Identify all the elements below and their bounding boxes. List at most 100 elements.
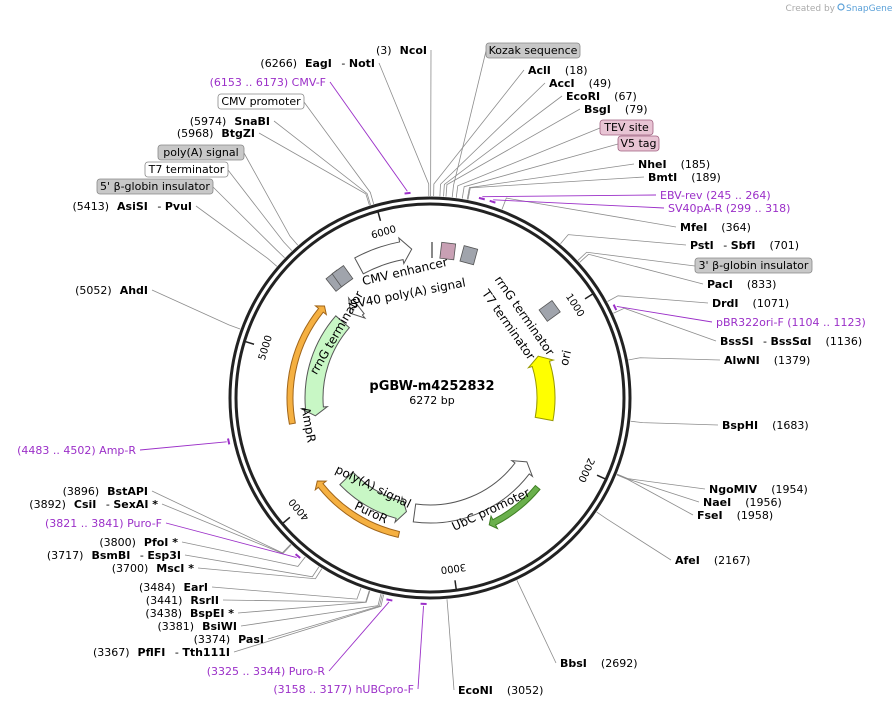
enzyme-name: AfeI bbox=[675, 554, 700, 567]
primer-leader bbox=[417, 605, 424, 690]
restriction-site-text: (5413)AsiSI - PvuI bbox=[72, 200, 192, 213]
enzyme-position: (701) bbox=[769, 239, 799, 252]
restriction-site-text: (6266)EagI - NotI bbox=[260, 57, 375, 70]
enzyme-position: (79) bbox=[625, 103, 648, 116]
primer-leader bbox=[493, 199, 665, 209]
enzyme-name: PvuI bbox=[165, 200, 192, 213]
restriction-site[interactable]: NaeI(1956) bbox=[703, 496, 782, 509]
restriction-site[interactable]: EcoNI(3052) bbox=[458, 684, 543, 697]
enzyme-name: NgoMIV bbox=[709, 483, 758, 496]
feature-box-label[interactable]: 3' β-globin insulator bbox=[694, 257, 813, 274]
restriction-site-text: AlwNI(1379) bbox=[724, 354, 810, 367]
primer-label[interactable]: (3158 .. 3177) hUBCpro-F bbox=[273, 683, 414, 696]
feature-arrow bbox=[412, 459, 534, 524]
restriction-site[interactable]: (3)NcoI bbox=[376, 44, 427, 57]
restriction-site[interactable]: (3896)BstAPI bbox=[63, 485, 148, 498]
enzyme-position: - bbox=[338, 57, 349, 70]
primer-leader bbox=[616, 305, 713, 323]
feature-box-text: Kozak sequence bbox=[489, 44, 578, 57]
enzyme-name: EcoNI bbox=[458, 684, 493, 697]
restriction-site[interactable]: (5413)AsiSI - PvuI bbox=[72, 200, 192, 213]
restriction-site[interactable]: (3892)CsiI - SexAI * bbox=[29, 498, 158, 511]
tick-mark bbox=[244, 340, 255, 345]
restriction-site[interactable]: (3800)PfoI * bbox=[99, 536, 178, 549]
restriction-site[interactable]: (5052)AhdI bbox=[75, 284, 148, 297]
feature-box-label[interactable]: poly(A) signal bbox=[157, 144, 245, 161]
restriction-site[interactable]: (3441)RsrII bbox=[146, 594, 219, 607]
restriction-site[interactable]: NheI(185) bbox=[638, 158, 710, 171]
enzyme-position: - bbox=[136, 549, 147, 562]
leader-line bbox=[195, 205, 278, 267]
restriction-site[interactable]: BsgI(79) bbox=[584, 103, 648, 116]
primer-label[interactable]: (3821 .. 3841) Puro-F bbox=[45, 517, 162, 530]
feature-label: AmpR bbox=[298, 406, 318, 444]
restriction-site[interactable]: (6266)EagI - NotI bbox=[260, 57, 375, 70]
feature-box-text: 3' β-globin insulator bbox=[699, 259, 809, 272]
restriction-site[interactable]: PacI(833) bbox=[707, 278, 776, 291]
restriction-site[interactable]: (3438)BspEI * bbox=[145, 607, 234, 620]
restriction-site[interactable]: AclI(18) bbox=[528, 64, 588, 77]
enzyme-name: PacI bbox=[707, 278, 733, 291]
restriction-site[interactable]: NgoMIV (1954) bbox=[709, 483, 808, 496]
feature-box-label[interactable]: V5 tag bbox=[617, 135, 660, 152]
primer-label[interactable]: SV40pA-R (299 .. 318) bbox=[668, 202, 790, 215]
feature-box-label[interactable]: 5' β-globin insulator bbox=[96, 178, 214, 195]
enzyme-position: (1379) bbox=[774, 354, 811, 367]
enzyme-position: (189) bbox=[691, 171, 721, 184]
leader-line bbox=[161, 503, 292, 554]
enzyme-position: (1954) bbox=[771, 483, 808, 496]
leader-line bbox=[378, 62, 430, 197]
feature-box-label[interactable]: TEV site bbox=[599, 119, 654, 136]
restriction-site[interactable]: BssSI - BssSαI(1136) bbox=[720, 335, 862, 348]
primer-label[interactable]: pBR322ori-F (1104 .. 1123) bbox=[716, 316, 866, 329]
primer-label[interactable]: (3325 .. 3344) Puro-R bbox=[207, 665, 326, 678]
restriction-site[interactable]: (3374)PasI bbox=[194, 633, 264, 646]
primer-label[interactable]: (6153 .. 6173) CMV-F bbox=[210, 76, 326, 89]
restriction-site-text: NaeI(1956) bbox=[703, 496, 782, 509]
small-features bbox=[325, 241, 561, 322]
enzyme-position: (3381) bbox=[157, 620, 194, 633]
feature-box-label[interactable]: CMV promoter bbox=[217, 93, 305, 110]
restriction-site[interactable]: EcoRI(67) bbox=[566, 90, 637, 103]
feature-box bbox=[157, 144, 245, 161]
enzyme-position: (67) bbox=[614, 90, 637, 103]
restriction-site[interactable]: BspHI(1683) bbox=[722, 419, 809, 432]
restriction-site[interactable]: BbsI(2692) bbox=[560, 657, 637, 670]
leader-line bbox=[596, 511, 672, 561]
restriction-site[interactable]: AlwNI(1379) bbox=[724, 354, 810, 367]
restriction-site[interactable]: (3381)BsiWI bbox=[157, 620, 237, 633]
leader-line bbox=[616, 474, 694, 516]
restriction-site[interactable]: DrdI(1071) bbox=[712, 297, 789, 310]
leader-line bbox=[607, 295, 709, 304]
restriction-site[interactable]: AfeI(2167) bbox=[675, 554, 750, 567]
feature-arrow bbox=[314, 480, 401, 539]
enzyme-position: - bbox=[720, 239, 731, 252]
enzyme-position: (3438) bbox=[145, 607, 182, 620]
leader-line bbox=[616, 474, 700, 503]
restriction-site[interactable]: PstI - SbfI(701) bbox=[690, 239, 799, 252]
tick-label: 5000 bbox=[257, 334, 275, 362]
restriction-site[interactable]: (3484)EarI bbox=[139, 581, 208, 594]
restriction-site[interactable]: (5974)SnaBI bbox=[190, 115, 270, 128]
leader-line bbox=[445, 108, 581, 197]
restriction-site[interactable]: (3717)BsmBI - Esp3I bbox=[47, 549, 181, 562]
restriction-site[interactable]: FseI(1958) bbox=[697, 509, 773, 522]
enzyme-name: DrdI bbox=[712, 297, 739, 310]
restriction-site[interactable]: AccI(49) bbox=[549, 77, 611, 90]
restriction-site[interactable]: (3367)PflFI - Tth111I bbox=[93, 646, 230, 659]
tick-mark bbox=[377, 210, 382, 221]
primer-label[interactable]: EBV-rev (245 .. 264) bbox=[660, 189, 771, 202]
restriction-site-text: FseI(1958) bbox=[697, 509, 773, 522]
feature-box-label[interactable]: Kozak sequence bbox=[485, 42, 581, 59]
restriction-site[interactable]: (5968)BtgZI bbox=[177, 127, 255, 140]
tick-mark bbox=[584, 292, 594, 300]
feature-box-label[interactable]: T7 terminator bbox=[144, 161, 229, 178]
restriction-site[interactable]: MfeI(364) bbox=[680, 221, 751, 234]
restriction-site[interactable]: BmtI(189) bbox=[648, 171, 721, 184]
primer-label[interactable]: (4483 .. 4502) Amp-R bbox=[17, 444, 136, 457]
enzyme-name: MscI * bbox=[156, 562, 194, 575]
restriction-site[interactable]: (3700)MscI * bbox=[112, 562, 195, 575]
enzyme-position: - bbox=[171, 646, 182, 659]
feature-arrow bbox=[299, 315, 351, 417]
leader-line bbox=[446, 599, 455, 691]
